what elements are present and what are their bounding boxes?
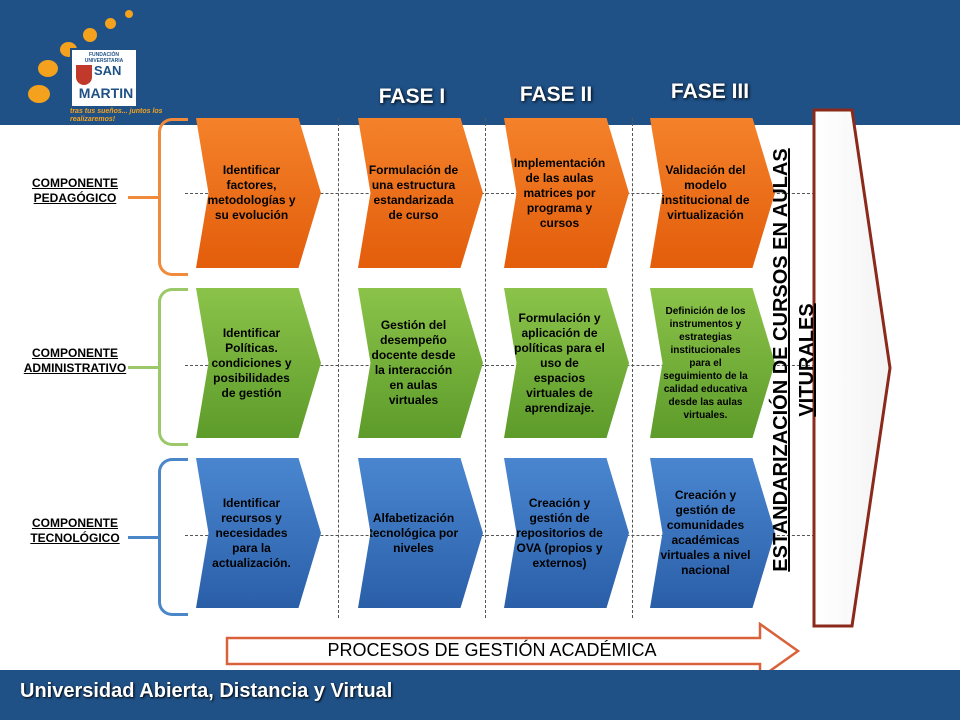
administrativo-step-3: Formulación y aplicación de políticas pa… [504,288,629,438]
column-guide-line [632,118,633,618]
pedagogico-step-4: Validación del modelo institucional de v… [650,118,775,268]
row-guide-line [185,535,825,536]
footer-title: Universidad Abierta, Distancia y Virtual [20,680,393,702]
tecnologico-step-2: Alfabetización tecnológica por niveles [358,458,483,608]
university-logo: FUNDACIÓN UNIVERSITARIA SAN MARTIN tras … [20,10,170,123]
row-guide-line [185,365,825,366]
vertical-title: ESTANDARIZACIÓN DE CURSOS EN AULAS VITUR… [770,148,818,572]
column-guide-line [485,118,486,618]
header-band [0,0,960,125]
phase-3-title: FASE III [670,80,750,103]
pedagogico-brace-connector [128,196,160,199]
administrativo-brace [158,288,188,446]
logo-martin-text: MARTIN [78,85,134,101]
logo-dot [125,10,133,18]
logo-shield [76,65,92,85]
footer-band [0,670,960,720]
administrativo-step-2: Gestión del desempeño docente desde la i… [358,288,483,438]
column-guide-line [338,118,339,618]
pedagogico-step-3: Implementación de las aulas matrices por… [504,118,629,268]
logo-san-text: SAN [94,63,122,78]
pedagogico-step-1: Identificar factores, metodologías y su … [196,118,321,268]
tecnologico-brace [158,458,188,616]
component-administrativo-label: COMPONENTE ADMINISTRATIVO [23,346,127,375]
tecnologico-brace-connector [128,536,160,539]
component-pedagogico-label: COMPONENTE PEDAGÓGICO [31,176,118,205]
administrativo-step-4: Definición de los instrumentos y estrate… [650,288,775,438]
bottom-process-label: PROCESOS DE GESTIÓN ACADÉMICA [327,640,657,660]
logo-emblem: FUNDACIÓN UNIVERSITARIA SAN MARTIN [70,48,138,108]
component-tecnologico-label: COMPONENTE TECNOLÓGICO [30,516,120,545]
vertical-arrow-shape [812,108,892,628]
phase-1-title: FASE I [378,85,446,108]
administrativo-brace-connector [128,366,160,369]
tecnologico-step-3: Creación y gestión de repositorios de OV… [504,458,629,608]
logo-dot [105,18,116,29]
tecnologico-step-1: Identificar recursos y necesidades para … [196,458,321,608]
row-guide-line [185,193,825,194]
pedagogico-step-2: Formulación de una estructura estandariz… [358,118,483,268]
logo-fundacion-text: FUNDACIÓN UNIVERSITARIA [84,52,124,64]
logo-dot [28,85,50,103]
bottom-process-arrow [225,622,800,680]
logo-dot [38,60,58,77]
logo-dot [83,28,97,42]
administrativo-step-1: Identificar Políticas. condiciones y pos… [196,288,321,438]
tecnologico-step-4: Creación y gestión de comunidades académ… [650,458,775,608]
phase-2-title: FASE II [519,83,593,106]
pedagogico-brace [158,118,188,276]
logo-tagline: tras tus sueños... juntos los realizarem… [70,108,163,123]
